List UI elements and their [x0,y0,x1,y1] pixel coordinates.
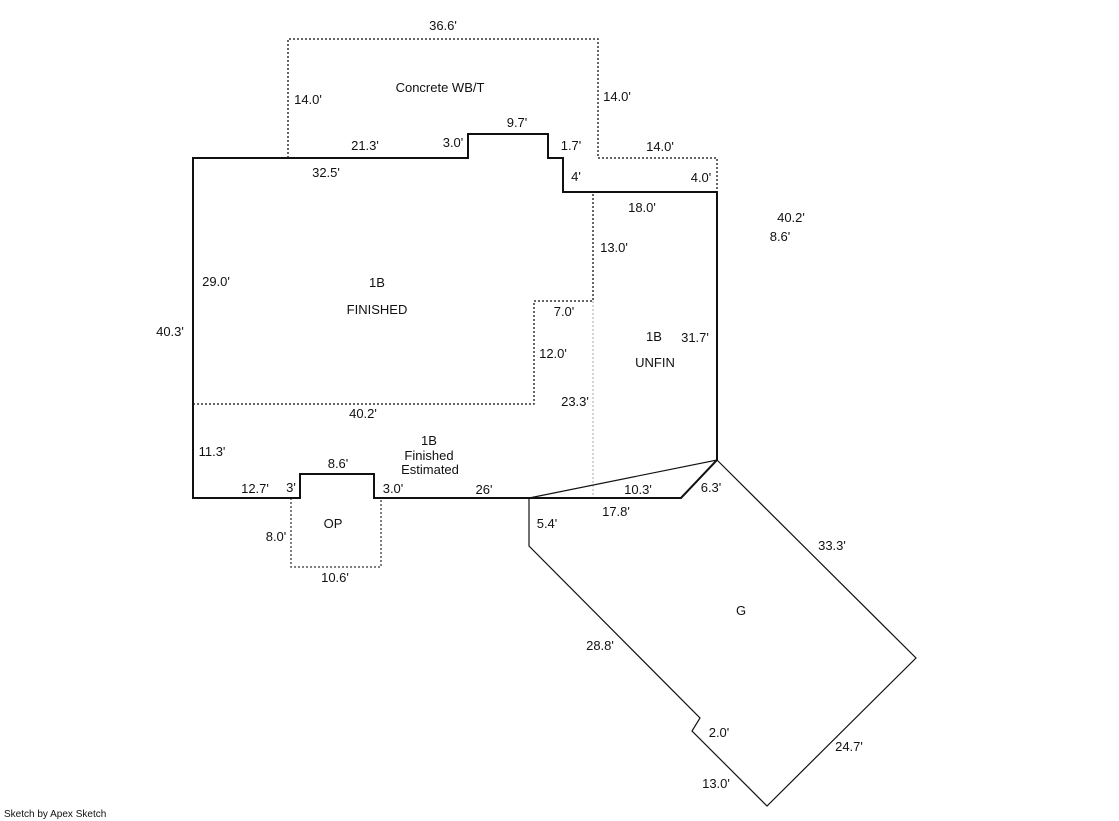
dim-label: 13.0' [702,776,730,791]
garage-outline [528,459,917,807]
unfin-code-label: 1B [646,329,662,344]
dim-label: 3' [286,480,296,495]
dim-label: 18.0' [628,200,656,215]
dim-label: 40.2' [349,406,377,421]
dim-label: 14.0' [603,89,631,104]
dim-label: 40.3' [156,324,184,339]
dim-label: 8.6' [327,456,349,471]
finished-label: FINISHED [346,302,408,317]
sketch-credit: Sketch by Apex Sketch [4,809,107,820]
finished-area-boundary [193,192,594,405]
dim-label: 31.7' [681,330,709,345]
concrete-label: Concrete WB/T [395,80,485,95]
dim-label: 24.7' [835,739,863,754]
dim-label: 32.5' [312,165,340,180]
dim-label: 23.3' [561,394,589,409]
dim-label: 4.0' [690,170,712,185]
dim-label: 2.0' [708,725,730,740]
dim-label: 1.7' [560,138,582,153]
dim-label: 17.8' [602,504,630,519]
dim-label: 21.3' [351,138,379,153]
dim-label: 29.0' [202,274,230,289]
open-porch-outline [290,498,382,568]
dim-label: 6.3' [700,480,722,495]
dim-label: 26' [475,482,493,497]
dim-label: 4' [571,169,581,184]
estimated-code-label: 1B [421,433,437,448]
dim-label: 3.0' [382,481,404,496]
finished-code-label: 1B [369,275,385,290]
dim-label: 3.0' [442,135,464,150]
dim-label: 12.7' [241,481,269,496]
garage-label: G [735,603,747,618]
dim-label: 11.3' [198,444,226,459]
dim-label: 9.7' [506,115,528,130]
dim-label: 7.0' [553,304,575,319]
estimated-line1-label: Finished [404,448,454,463]
dim-label: 14.0' [646,139,674,154]
dim-label: 8.6' [769,229,791,244]
dim-label: 28.8' [586,638,614,653]
dim-label: 10.6' [321,570,349,585]
dim-label: 8.0' [265,529,287,544]
dim-label: 12.0' [539,346,567,361]
dim-label: 5.4' [536,516,558,531]
dim-label: 40.2' [777,210,805,225]
unfin-label: UNFIN [635,355,675,370]
dim-label: 14.0' [294,92,322,107]
concrete-wbt-outline [287,38,718,192]
estimated-line2-label: Estimated [401,462,459,477]
open-porch-label: OP [323,516,343,531]
dim-label: 13.0' [600,240,628,255]
main-house-outline [192,133,718,499]
dim-label: 10.3' [624,482,652,497]
dim-label: 36.6' [429,18,457,33]
dim-label: 33.3' [818,538,846,553]
